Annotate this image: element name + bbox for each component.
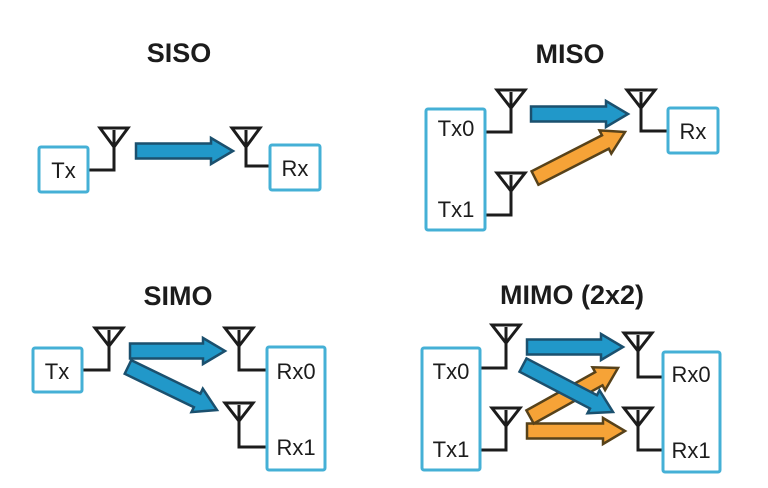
rx-antenna-wire [639,92,668,133]
tx-antenna-wire [88,130,116,172]
rx-box [666,106,720,155]
tx1-box-label: Tx1 [433,437,470,462]
rx1-box-label: Rx1 [671,438,710,463]
rx0-box-label: Rx0 [276,359,315,384]
signal-arrow-blue-icon [134,135,236,167]
tx-antenna-wire [82,330,111,372]
tx1-antenna-wire [485,175,513,217]
tx-box [31,346,84,394]
signal-arrow-blue-icon [517,356,616,415]
panel-miso: MISO Tx0 Tx1 Rx [424,39,720,232]
rx-box [265,345,327,472]
tx-box [37,145,90,194]
rx-box [268,143,322,192]
signal-arrow-blue-icon [529,98,631,130]
rx1-antenna-wire [636,410,663,452]
tx1-box-label: Tx1 [438,197,475,222]
tx0-box-label: Tx0 [438,116,475,141]
panel-mimo-title: MIMO (2x2) [500,280,644,310]
panel-simo: SIMO Tx Rx0 Rx1 [31,281,327,472]
tx0-antenna-wire [480,327,508,370]
tx1-antenna-wire [480,410,508,452]
rx1-box-label: Rx1 [276,435,315,460]
rx-box-label: Rx [282,156,309,181]
panel-mimo: MIMO (2x2) Tx0 Tx1 Rx0 Rx1 [420,280,722,474]
rx0-antenna-wire [237,330,267,372]
panel-siso-title: SISO [147,38,212,68]
rx0-box-label: Rx0 [671,362,710,387]
signal-arrow-blue-icon [123,358,220,414]
tx-box [424,107,487,232]
signal-arrow-orange-icon [529,129,628,187]
tx-box-label: Tx [51,158,75,183]
tx0-box-label: Tx0 [433,359,470,384]
tx-box [420,346,482,472]
panel-siso: SISO Tx Rx [37,38,322,194]
rx-box-label: Rx [680,119,707,144]
panel-simo-title: SIMO [143,281,212,311]
signal-arrow-blue-icon [525,331,626,363]
signal-arrow-blue-icon [128,335,228,367]
panel-miso-title: MISO [535,39,604,69]
rx-box [661,350,722,474]
tx-box-label: Tx [45,359,69,384]
rx0-antenna-wire [636,335,663,379]
rx1-antenna-wire [237,405,267,449]
signal-arrow-orange-icon [525,415,628,447]
rx-antenna-wire [244,130,270,168]
tx0-antenna-wire [485,92,513,134]
